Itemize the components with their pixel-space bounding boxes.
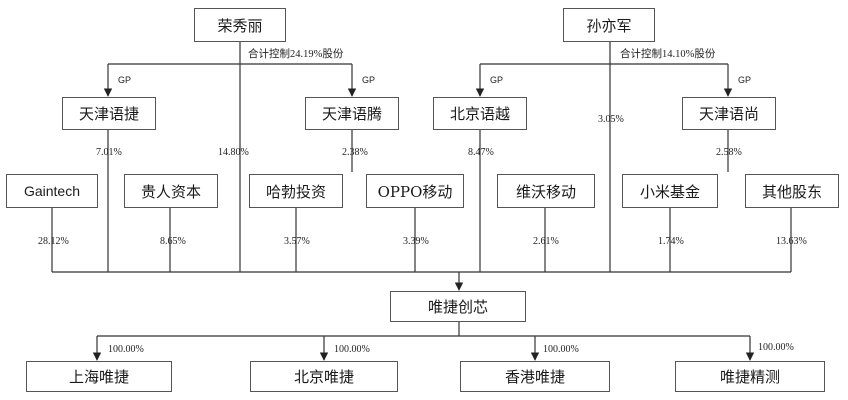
holder-rong-box: 荣秀丽 <box>194 8 286 42</box>
pct-rong-direct: 14.80% <box>218 147 249 158</box>
subsidiary-hongkong-box: 香港唯捷 <box>460 361 610 392</box>
holder-sun-box: 孙亦军 <box>563 8 655 42</box>
shareholder-other-box: 其他股东 <box>745 174 839 208</box>
pct-beijing: 100.00% <box>334 344 370 355</box>
pct-other: 13.63% <box>776 236 807 247</box>
control-note-rong: 合计控制24.19%股份 <box>248 49 344 60</box>
subsidiary-shanghai-box: 上海唯捷 <box>26 361 172 392</box>
pct-habo: 3.57% <box>284 236 310 247</box>
pct-oppo: 3.39% <box>403 236 429 247</box>
pct-weiwo: 2.61% <box>533 236 559 247</box>
pct-yuyue: 8.47% <box>468 147 494 158</box>
gp-label-yuteng: GP <box>362 75 376 85</box>
gp-label-yushang: GP <box>738 75 752 85</box>
shareholder-weiwo-box: 维沃移动 <box>497 174 595 208</box>
platform-yushang-box: 天津语尚 <box>682 97 776 130</box>
company-box: 唯捷创芯 <box>390 291 526 322</box>
gp-label-yuyue: GP <box>490 75 504 85</box>
shareholder-gaintech-box: Gaintech <box>6 174 98 208</box>
pct-yushang: 2.58% <box>716 147 742 158</box>
platform-yujie-box: 天津语捷 <box>62 97 156 130</box>
pct-jingce: 100.00% <box>758 342 794 353</box>
pct-xiaomi: 1.74% <box>658 236 684 247</box>
platform-yuyue-box: 北京语越 <box>433 97 527 130</box>
pct-yujie: 7.01% <box>96 147 122 158</box>
pct-shanghai: 100.00% <box>108 344 144 355</box>
shareholder-guiren-box: 贵人资本 <box>124 174 218 208</box>
subsidiary-beijing-box: 北京唯捷 <box>250 361 398 392</box>
shareholder-oppo-box: OPPO移动 <box>366 174 464 208</box>
pct-sun-direct: 3.05% <box>598 114 624 125</box>
platform-yuteng-box: 天津语腾 <box>305 97 399 130</box>
pct-yuteng: 2.38% <box>342 147 368 158</box>
shareholder-habo-box: 哈勃投资 <box>249 174 343 208</box>
subsidiary-jingce-box: 唯捷精测 <box>675 361 825 392</box>
control-note-sun: 合计控制14.10%股份 <box>620 49 716 60</box>
pct-gaintech: 28.12% <box>38 236 69 247</box>
pct-guiren: 8.65% <box>160 236 186 247</box>
pct-hongkong: 100.00% <box>543 344 579 355</box>
shareholder-xiaomi-box: 小米基金 <box>622 174 718 208</box>
gp-label-yujie: GP <box>118 75 132 85</box>
